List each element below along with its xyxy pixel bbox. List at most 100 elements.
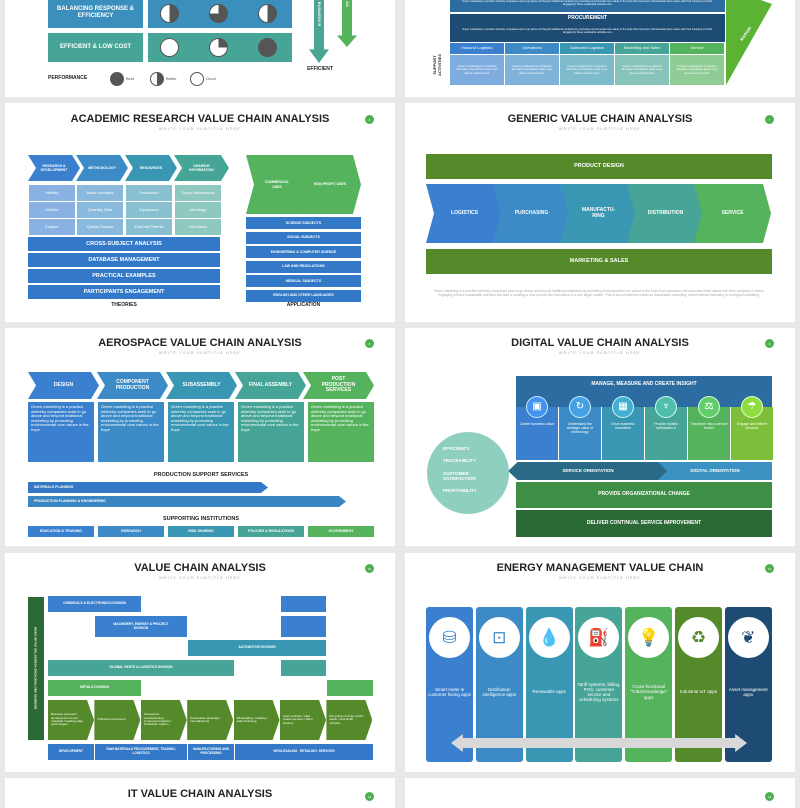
- stage-text: Green marketing is a practice whereby co…: [168, 402, 234, 462]
- side-label-bar: [28, 597, 44, 740]
- stage-item: Monitor: [29, 202, 75, 218]
- division-box: MACHINERY, ENERGY & PROJECT DIVISION: [95, 616, 187, 637]
- stage-item: Meetings: [175, 202, 221, 218]
- performance-pie-icon: [258, 38, 277, 57]
- slide-next[interactable]: [405, 778, 795, 808]
- weight-icon: ⚖: [698, 396, 720, 418]
- stage-chevron: LOGISTICS: [426, 184, 503, 243]
- division-box: CHEMICALS & ELECTRONICS DIVISION: [48, 596, 141, 612]
- box-icon: ▣: [526, 396, 548, 418]
- legend-title: PERFORMANCE: [48, 75, 88, 82]
- app-label: Asset management apps: [728, 686, 768, 697]
- footer-segment: WHOLESALING , RETAILING, SERVICES: [235, 744, 373, 760]
- slide-subtitle: WRITE YOUR SUBTITLE HERE: [559, 350, 641, 355]
- slide-title: VALUE CHAIN ANALYSIS: [134, 562, 266, 574]
- arrow-label: AG: [345, 1, 351, 7]
- process-chevron: Wholesaling / retailing / sales financin…: [234, 700, 280, 740]
- slide-title: AEROSPACE VALUE CHAIN ANALYSIS: [98, 337, 302, 349]
- performance-pie-icon: [160, 38, 179, 57]
- procurement-title: PROCUREMENT: [567, 15, 608, 22]
- slide-title: ACADEMIC RESEARCH VALUE CHAIN ANALYSIS: [70, 113, 330, 125]
- stage-text: Green marketing is a practice whereby co…: [28, 402, 94, 462]
- stage-item: Interviews: [175, 219, 221, 235]
- subject-bar: SCIENCE SUBJECTS: [246, 217, 361, 229]
- slide-subtitle: WRITE YOUR SUBTITLE HERE: [159, 350, 241, 355]
- stage-text: Green marketing is a practice whereby co…: [98, 402, 164, 462]
- row-label: BALANCING RESPONSE & EFFICIENCY: [48, 0, 143, 28]
- division-extension-box: [281, 616, 326, 637]
- footer-segment: DEVELOPMENT: [48, 744, 94, 760]
- slide-number-badge: 11: [765, 564, 774, 573]
- theory-bar: PARTICIPANTS ENGAGEMENT: [28, 285, 220, 299]
- good-legend-icon: [190, 72, 204, 86]
- capability-text: Understand the strategic value of techno…: [566, 422, 594, 435]
- benefit-bullet: PROFITABILITY: [443, 488, 477, 494]
- stage-text: Green marketing is a practice whereby co…: [238, 402, 304, 462]
- stage-chevron: COMPONENT PRODUCTION: [97, 372, 168, 399]
- theories-label: THEORIES: [111, 302, 137, 309]
- arrow-label: BUSINESS R: [317, 1, 323, 27]
- top-activity-text: Green marketing is a practice whereby co…: [450, 0, 725, 12]
- support-arrow-bar: PRODUCTION PLANNING & ENGINEERING: [28, 496, 346, 507]
- slide-title: ENERGY MANAGEMENT VALUE CHAIN: [496, 562, 704, 574]
- clock-24-icon: ↻: [569, 396, 591, 418]
- division-box: METALS DIVISION: [48, 680, 141, 696]
- division-box: GLOBAL PARTS & LOGISTICS DIVISION: [48, 660, 234, 676]
- better-legend-icon: [150, 72, 164, 86]
- benefit-bullet: EFFICIENCY: [443, 446, 470, 452]
- digital-orientation-arrow: DIGITAL ORIENTATION: [658, 462, 772, 480]
- subject-bar: SOCIAL SUBJECTS: [246, 231, 361, 244]
- process-chevron: Component manufacturing / component logi…: [141, 700, 187, 740]
- slide-number-badge: 7: [765, 115, 774, 124]
- use-chevron: NON-PROFIT USES: [299, 155, 361, 214]
- app-label: Cross-functional "Tribal-knowledge" apps: [630, 684, 668, 700]
- stage-chevron: SUBASSEMBLY: [166, 372, 237, 399]
- primary-activity-text: Green marketing is a practice whereby co…: [505, 55, 559, 85]
- product-design-bar: PRODUCT DESIGN: [426, 154, 772, 179]
- stage-chevron: SERVICE: [694, 184, 771, 243]
- org-change-bar: PROVIDE ORGANIZATIONAL CHANGE: [516, 482, 772, 508]
- leaf-shield-icon: ❦: [727, 617, 769, 658]
- process-chevron: Automobile assembly / manufacturing: [187, 700, 233, 740]
- stage-item: Explore: [29, 219, 75, 235]
- primary-activity-text: Green marketing is a practice whereby co…: [560, 55, 614, 85]
- institution-box: GOVERNMENT: [308, 526, 374, 537]
- performance-pie-icon: [160, 4, 179, 23]
- slide-number-badge: 9: [765, 339, 774, 348]
- subject-bar: ENGINEERING & COMPUTER SCIENCE: [246, 246, 361, 258]
- stage-item: Equipment: [126, 202, 172, 218]
- performance-pie-icon: [258, 4, 277, 23]
- theory-bar: PRACTICAL EXAMPLES: [28, 269, 220, 283]
- top-bar: MANAGE, MEASURE AND CREATE INSIGHT: [516, 376, 772, 407]
- water-drop-icon: 💧: [528, 617, 570, 658]
- application-label: APPLICATION: [286, 302, 321, 309]
- app-label: Industrial IoT apps: [680, 689, 717, 695]
- primary-activity-text: Green marketing is a practice whereby co…: [615, 55, 669, 85]
- recycle-bin-icon: ♻: [678, 617, 719, 658]
- primary-activity-header: Operations: [505, 43, 559, 54]
- division-extension-box: [281, 660, 326, 676]
- performance-pie-icon: [209, 38, 228, 57]
- slide-number-badge: 8: [365, 339, 374, 348]
- business-arrow-icon: [309, 0, 329, 63]
- support-title: PRODUCTION SUPPORT SERVICES: [153, 471, 249, 478]
- slide-title: DIGITAL VALUE CHAIN ANALYSIS: [511, 337, 689, 349]
- stage-chevron: POST PRODUCTION SERVICES: [303, 372, 374, 399]
- theory-bar: DATABASE MANAGEMENT: [28, 253, 220, 267]
- stage-chevron: RESEARCH & DEVELOPMENT: [28, 155, 80, 181]
- stage-chevron: DISTRIBUTION: [627, 184, 704, 243]
- app-label: Smart meter & customer facing apps: [428, 686, 471, 697]
- primary-activity-header: Service: [670, 43, 724, 54]
- support-activities-label: SUPPORT ACTIVITIES: [432, 54, 442, 77]
- slide-title: IT VALUE CHAIN ANALYSIS: [127, 788, 273, 800]
- capability-text: Transform into a service broker: [690, 422, 728, 431]
- support-arrow-bar: MATERIALS PLANNING: [28, 482, 268, 493]
- stage-chevron: DESIGN: [28, 372, 99, 399]
- slide-number-badge: 6: [365, 115, 374, 124]
- legend-label: Better: [166, 75, 177, 81]
- capability-text: Engage and deliver services: [736, 422, 768, 431]
- process-chevron: Optimal procurement: [94, 700, 140, 740]
- process-chevron: Business proposal / development of new m…: [48, 700, 94, 740]
- efficient-label: EFFICIENT: [307, 66, 333, 73]
- stage-chevron: RESOURCES: [125, 155, 177, 181]
